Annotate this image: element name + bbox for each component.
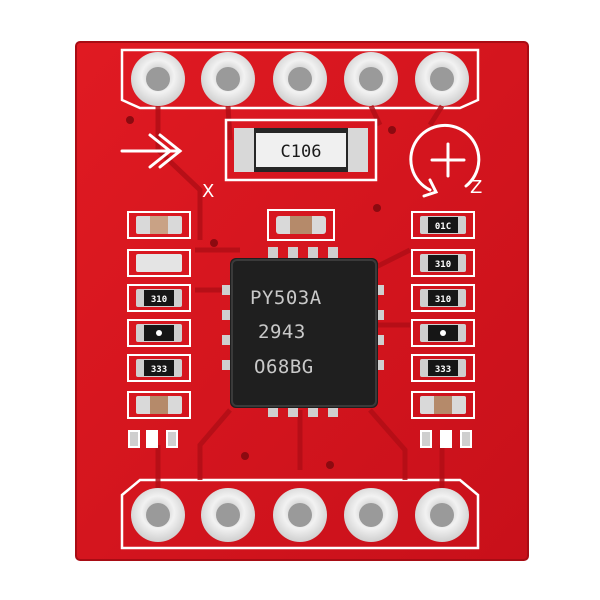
right-passives: 01C 310 310 333: [411, 211, 475, 448]
chip-line-2: 2943: [258, 321, 306, 343]
left-resistor-3-code: 310: [151, 295, 167, 305]
capacitor-c106: C106: [224, 118, 378, 182]
bottom-pin-header: [131, 488, 469, 542]
left-passives: 310 333: [127, 211, 191, 448]
right-resistor-3-code: 310: [435, 295, 451, 305]
z-axis-label: Z: [470, 177, 482, 198]
top-pin-header: [131, 52, 469, 106]
rotation-plus-icon: [409, 123, 481, 198]
chip-line-1: PY503A: [250, 287, 322, 309]
x-axis-label: X: [202, 181, 214, 202]
sensor-chip: PY503A 2943 O68BG: [230, 258, 378, 408]
right-resistor-5-code: 333: [435, 365, 451, 375]
right-resistor-1-code: 01C: [435, 222, 451, 232]
small-capacitor-top: [267, 209, 335, 241]
capacitor-label: C106: [281, 142, 322, 162]
left-resistor-5-code: 333: [151, 365, 167, 375]
bottom-header-outline: [120, 478, 480, 550]
arrow-right-icon: [120, 133, 183, 169]
chip-line-3: O68BG: [254, 356, 314, 378]
top-header-outline: [120, 48, 480, 110]
right-resistor-2-code: 310: [435, 260, 451, 270]
